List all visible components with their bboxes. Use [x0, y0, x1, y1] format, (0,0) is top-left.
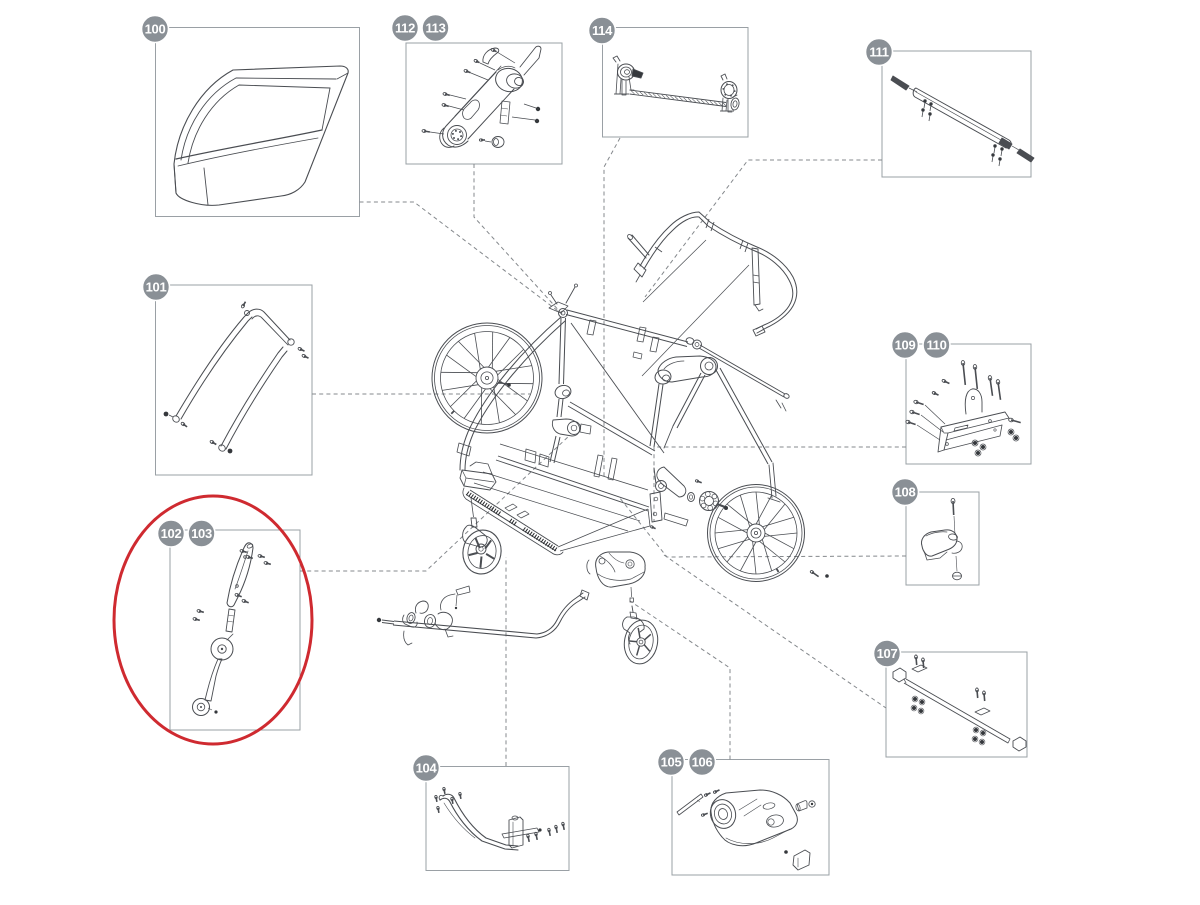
- svg-text:102: 102: [161, 526, 182, 541]
- svg-text:110: 110: [926, 338, 946, 353]
- svg-text:106: 106: [692, 755, 713, 770]
- svg-text:111: 111: [869, 45, 888, 60]
- svg-text:114: 114: [592, 23, 613, 38]
- svg-text:108: 108: [895, 485, 916, 500]
- svg-text:107: 107: [877, 646, 898, 661]
- svg-text:104: 104: [416, 761, 438, 776]
- svg-text:113: 113: [425, 21, 445, 36]
- svg-text:112: 112: [395, 21, 415, 36]
- svg-text:105: 105: [661, 755, 682, 770]
- svg-text:100: 100: [145, 22, 166, 37]
- svg-text:101: 101: [146, 280, 167, 295]
- svg-text:109: 109: [895, 338, 916, 353]
- svg-text:103: 103: [191, 526, 212, 541]
